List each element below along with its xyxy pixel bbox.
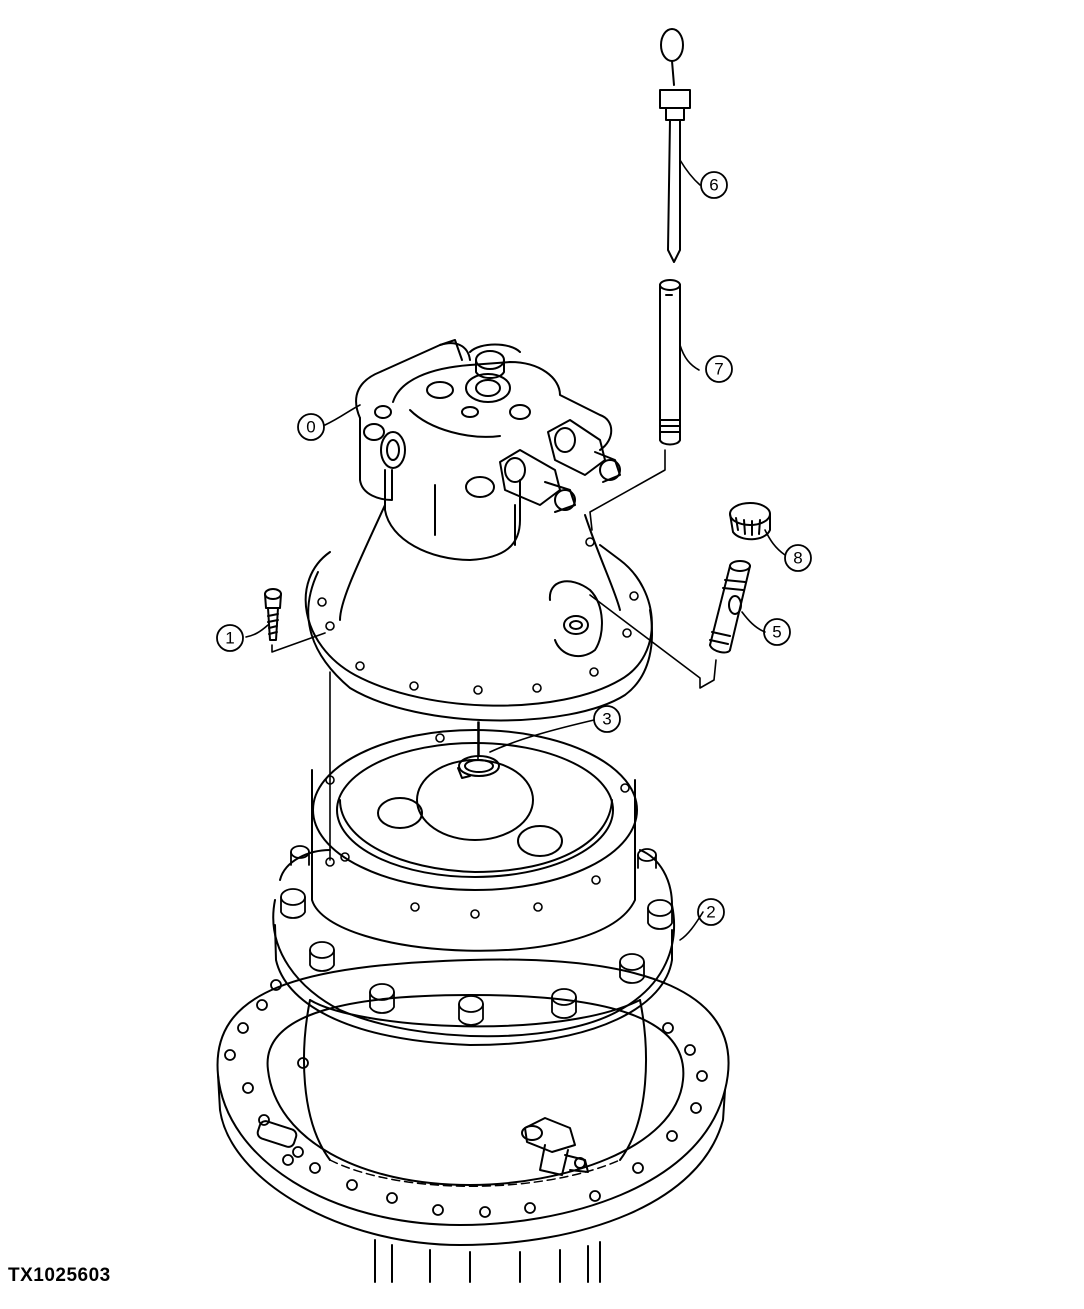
svg-text:6: 6 (709, 176, 718, 195)
ring-gear-band (272, 845, 676, 1046)
callout-2: 2 (697, 898, 725, 926)
callout-6: 6 (700, 171, 728, 199)
alignment-lines (245, 159, 786, 941)
pipe-elbow-fitting (709, 560, 751, 654)
reduction-gear-housing (216, 721, 730, 1283)
svg-text:5: 5 (772, 623, 781, 642)
callout-0: 0 (297, 413, 325, 441)
callout-7: 7 (705, 355, 733, 383)
output-shaft (374, 1239, 601, 1283)
snap-ring (457, 721, 500, 779)
callout-1: 1 (216, 624, 244, 652)
svg-text:0: 0 (306, 418, 315, 437)
svg-text:3: 3 (602, 710, 611, 729)
callout-3: 3 (593, 705, 621, 733)
svg-text:8: 8 (793, 549, 802, 568)
gearbox-upper-body (311, 729, 638, 952)
cap-screw (264, 588, 282, 641)
relief-valves (363, 419, 621, 513)
oil-level-gauge-pipe (659, 279, 681, 446)
drawing-id: TX1025603 (8, 1265, 111, 1286)
mounting-flange (216, 958, 730, 1246)
dipstick (659, 28, 691, 263)
svg-text:1: 1 (225, 629, 234, 648)
callout-8: 8 (784, 544, 812, 572)
svg-text:7: 7 (714, 360, 723, 379)
drain-valve (521, 1117, 589, 1176)
lower-housing-body (303, 999, 647, 1187)
callout-5: 5 (763, 618, 791, 646)
top-cover (374, 350, 531, 469)
cap (729, 502, 771, 541)
boss-bolts (280, 845, 673, 1026)
svg-text:2: 2 (706, 903, 715, 922)
swing-motor-housing (304, 339, 653, 722)
